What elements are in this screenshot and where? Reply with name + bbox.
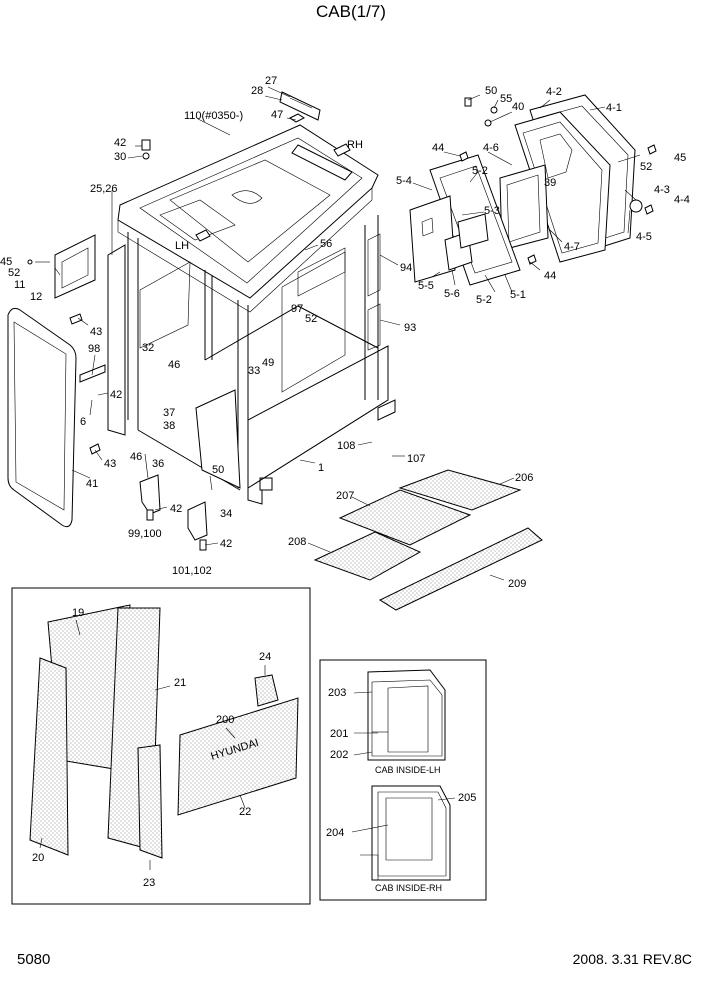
- callout-label: 24: [259, 651, 271, 663]
- cover-panels: [29, 604, 299, 870]
- callout-label: 201: [330, 728, 348, 740]
- cab-assembly: [107, 124, 396, 505]
- callout-label: 43: [90, 326, 102, 338]
- callout-label: 107: [407, 453, 425, 465]
- callout-label: 42: [220, 538, 232, 550]
- callout-label: 5-6: [444, 288, 460, 300]
- callout-label: 101,102: [172, 565, 212, 577]
- callout-label: 1: [318, 462, 324, 474]
- callout-label: 50: [485, 85, 497, 97]
- callout-label: 20: [32, 852, 44, 864]
- direction-label: LH: [175, 240, 189, 252]
- callout-label: 39: [544, 177, 556, 189]
- callout-label: 202: [330, 749, 348, 761]
- callout-label: 55: [500, 93, 512, 105]
- callout-label: 38: [163, 420, 175, 432]
- top-bracket-parts: [141, 91, 353, 242]
- callout-label: 6: [80, 416, 86, 428]
- callout-label: 42: [114, 137, 126, 149]
- cab-inside-box: [319, 659, 487, 901]
- callout-label: 28: [251, 85, 263, 97]
- callout-label: 43: [104, 458, 116, 470]
- callout-label: 209: [508, 578, 526, 590]
- callout-label: 32: [142, 342, 154, 354]
- callout-label: 4-5: [636, 231, 652, 243]
- callout-label: 12: [30, 291, 42, 303]
- callout-label: 52: [305, 313, 317, 325]
- callout-label: 4-4: [674, 194, 690, 206]
- callout-label: 25,26: [90, 183, 118, 195]
- brand-text: HYUNDAI: [209, 737, 260, 763]
- callout-label: 49: [262, 357, 274, 369]
- callout-label: 206: [515, 472, 533, 484]
- floor-mats: [313, 469, 543, 611]
- callout-label: 30: [114, 151, 126, 163]
- page-title: CAB(1/7): [316, 2, 386, 21]
- callout-label: 207: [336, 490, 354, 502]
- callout-label: 45: [0, 256, 12, 268]
- callout-label: 4-1: [606, 102, 622, 114]
- callout-label: 205: [458, 792, 476, 804]
- callout-label: 5-3: [484, 205, 500, 217]
- callout-label: 56: [320, 238, 332, 250]
- callout-label: 4-3: [654, 184, 670, 196]
- callout-label: 4-2: [546, 86, 562, 98]
- callout-label: 27: [265, 75, 277, 87]
- callout-label: 37: [163, 407, 175, 419]
- callout-label: 41: [86, 478, 98, 490]
- callout-label: 4-7: [564, 241, 580, 253]
- callout-label: 46: [130, 451, 142, 463]
- callout-label: 5-2: [472, 165, 488, 177]
- callout-label: 97: [291, 303, 303, 315]
- leader-lines: [35, 86, 641, 581]
- callout-label: 5-5: [418, 280, 434, 292]
- callout-label: 52: [640, 161, 652, 173]
- callout-label: 5-4: [396, 175, 412, 187]
- rh-window-group: [409, 94, 657, 286]
- callout-label: 94: [400, 262, 412, 274]
- callout-label: 21: [174, 677, 186, 689]
- callout-label: 11: [14, 279, 25, 291]
- page-number: 5080: [17, 951, 51, 968]
- callout-label: 40: [512, 101, 524, 113]
- revision-date: 2008. 3.31 REV.8C: [572, 951, 692, 967]
- callout-label: 44: [432, 142, 444, 154]
- callout-label: 34: [220, 508, 232, 520]
- cab-inside-rh: [351, 785, 456, 881]
- callout-label: 204: [326, 827, 344, 839]
- callout-label: 22: [239, 806, 251, 818]
- callout-label: 42: [110, 389, 122, 401]
- callout-label: 36: [152, 458, 164, 470]
- callout-label: 108: [337, 440, 355, 452]
- callout-label: 5-2: [476, 294, 492, 306]
- callout-label: 93: [404, 322, 416, 334]
- callout-label: 33: [248, 365, 260, 377]
- callout-label: 44: [544, 270, 556, 282]
- inset-caption-lh: CAB INSIDE-LH: [375, 765, 441, 775]
- direction-label: RH: [347, 139, 363, 151]
- callout-label: 19: [72, 607, 84, 619]
- callout-label: 50: [212, 464, 224, 476]
- callout-label: 45: [674, 152, 686, 164]
- callout-label: 52: [8, 267, 20, 279]
- callout-label: 5-1: [510, 289, 526, 301]
- callout-label: 23: [143, 877, 155, 889]
- inset-caption-rh: CAB INSIDE-RH: [375, 883, 442, 893]
- callout-label: 47: [271, 109, 283, 121]
- callout-label: 98: [88, 343, 100, 355]
- callout-label: 99,100: [128, 528, 162, 540]
- callout-label: 4-6: [483, 142, 499, 154]
- left-sliding-window: [27, 234, 96, 299]
- callout-label: 110(#0350-): [184, 110, 243, 122]
- cab-inside-lh: [353, 669, 446, 761]
- callout-label: 203: [328, 687, 346, 699]
- callout-label: 46: [168, 359, 180, 371]
- callout-label: 200: [216, 714, 234, 726]
- door-seal-41: [7, 307, 77, 528]
- cover-panels-box: [11, 587, 311, 905]
- callout-label: 208: [288, 536, 306, 548]
- callout-label: 42: [170, 503, 182, 515]
